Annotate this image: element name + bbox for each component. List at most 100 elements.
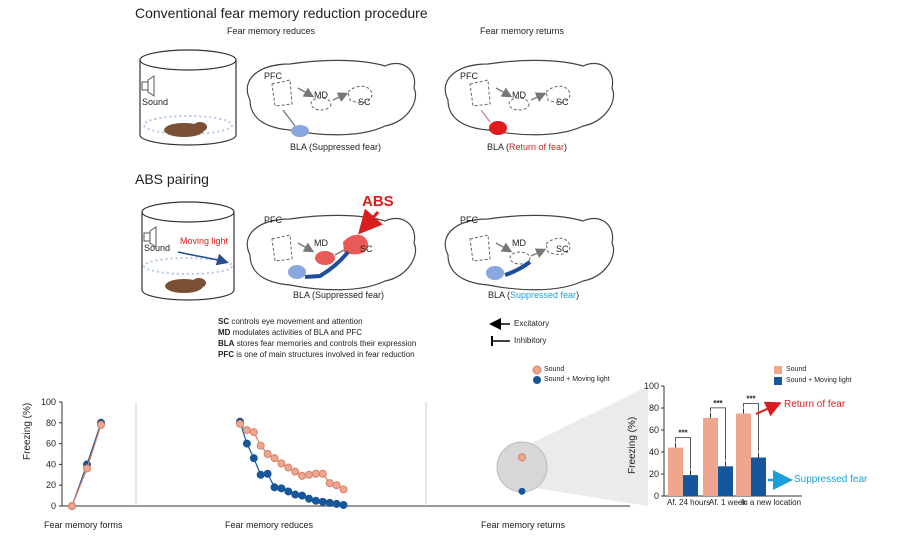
bar-legend-sound-light: Sound + Moving light [786, 377, 852, 384]
phase-label-forms: Fear memory forms [44, 520, 123, 530]
data-point [256, 441, 265, 450]
bar-ytick-label: 60 [649, 425, 659, 435]
return-of-fear-annotation: Return of fear [784, 399, 846, 410]
data-point [305, 494, 313, 503]
line-chart-ylabel: Freezing (%) [22, 402, 33, 460]
bar-category-24h: Af. 24 hours [667, 498, 711, 507]
line-legend-markers [532, 365, 542, 384]
cage-label-sound: Sound [142, 97, 169, 107]
bla-label-1: BLA (Suppressed fear) [290, 142, 382, 152]
bar-sound [703, 417, 718, 496]
bar-sound [668, 447, 683, 496]
glossary-item: SC controls eye movement and attention [218, 317, 363, 326]
bar-ytick-label: 0 [654, 491, 659, 501]
bar-sound [736, 413, 751, 496]
panel-title-returns: Fear memory returns [480, 26, 565, 36]
data-point [311, 496, 320, 505]
line-ytick-label: 100 [41, 397, 56, 407]
md-label-2: MD [512, 90, 526, 100]
line-ytick-label: 40 [46, 459, 56, 469]
section-title-abs: ABS pairing [135, 171, 209, 187]
data-point [236, 419, 244, 428]
abs-label: ABS [362, 193, 394, 210]
cage-sound-only [139, 49, 237, 146]
data-point [270, 454, 279, 463]
bar-ytick-label: 20 [649, 469, 659, 479]
bar-category-new-location: In a new location [741, 498, 802, 507]
significance-label: *** [746, 395, 756, 404]
brain-diagram-abs-pairing [246, 208, 417, 291]
data-point [242, 426, 251, 435]
significance-bracket [710, 407, 726, 461]
data-point [298, 491, 307, 500]
sc-label-2: SC [556, 97, 569, 107]
line-legend-sound: Sound [544, 366, 565, 373]
cage-sound-moving-light [141, 201, 235, 301]
brain-diagram-abs-result [444, 214, 615, 291]
glossary-item: BLA stores fear memories and controls th… [218, 339, 417, 348]
bar-sound-light [683, 475, 698, 496]
data-point [242, 439, 251, 448]
inhibitory-label: Inhibitory [514, 336, 547, 345]
arrow-legend-icons [489, 318, 510, 346]
md-label-1: MD [314, 90, 328, 100]
line-ytick-label: 0 [51, 501, 56, 511]
return-point-sound-light [518, 487, 526, 495]
glossary-item: PFC is one of main structures involved i… [218, 350, 415, 359]
significance-label: *** [678, 429, 688, 438]
data-point [325, 498, 334, 507]
bar-ytick-label: 40 [649, 447, 659, 457]
bar-ytick-label: 100 [644, 381, 659, 391]
data-point [291, 467, 300, 476]
magnifier [496, 386, 648, 506]
bar-ytick-label: 80 [649, 403, 659, 413]
glossary-item: MD modulates activities of BLA and PFC [218, 328, 363, 337]
line-chart-series [68, 417, 348, 510]
data-point [305, 470, 313, 479]
pfc-label-1: PFC [264, 71, 282, 81]
pfc-label-2: PFC [460, 71, 478, 81]
data-point [325, 479, 334, 488]
data-point [68, 502, 76, 510]
brain-diagram-conventional-returns [444, 59, 615, 136]
data-point [311, 469, 320, 478]
series-line [239, 423, 344, 490]
bla-label-3: BLA (Suppressed fear) [293, 290, 385, 300]
section-title-conventional: Conventional fear memory reduction proce… [135, 5, 428, 21]
significance-label: *** [713, 399, 723, 408]
bar-category-1week: Af. 1 week [709, 498, 747, 507]
data-point [277, 459, 286, 468]
data-point [270, 483, 279, 492]
significance-bracket [675, 437, 691, 470]
annotation-arrows [755, 401, 793, 490]
phase-label-reduces: Fear memory reduces [225, 520, 314, 530]
data-point [298, 471, 307, 480]
data-point [263, 469, 272, 478]
line-ytick-label: 80 [46, 418, 56, 428]
data-point [83, 464, 91, 473]
data-point [97, 420, 105, 429]
excitatory-label: Excitatory [514, 319, 550, 328]
bar-legend-sound: Sound [786, 366, 807, 373]
phase-label-returns: Fear memory returns [481, 520, 566, 530]
bar-chart-ylabel: Freezing (%) [627, 416, 638, 474]
line-ytick-label: 60 [46, 439, 56, 449]
line-ytick-label: 20 [46, 480, 56, 490]
moving-light-label: Moving light [180, 236, 229, 246]
bla-label-4: BLA (Suppressed fear) [488, 290, 580, 300]
data-point [339, 500, 348, 509]
bar-chart-bars: *** *** *** [668, 395, 766, 496]
data-point [284, 487, 293, 496]
data-point [318, 497, 327, 506]
data-point [332, 481, 341, 490]
line-legend-sound-light: Sound + Moving light [544, 376, 610, 383]
cage-label-sound-2: Sound [144, 243, 171, 253]
pfc-label-4: PFC [460, 215, 478, 225]
return-point-sound [518, 453, 526, 462]
sc-label-4: SC [556, 244, 569, 254]
bar-sound-light [718, 466, 733, 496]
significance-bracket [743, 403, 759, 452]
bla-label-2: BLA (Return of fear) [487, 142, 568, 152]
bar-legend-markers [774, 366, 782, 385]
